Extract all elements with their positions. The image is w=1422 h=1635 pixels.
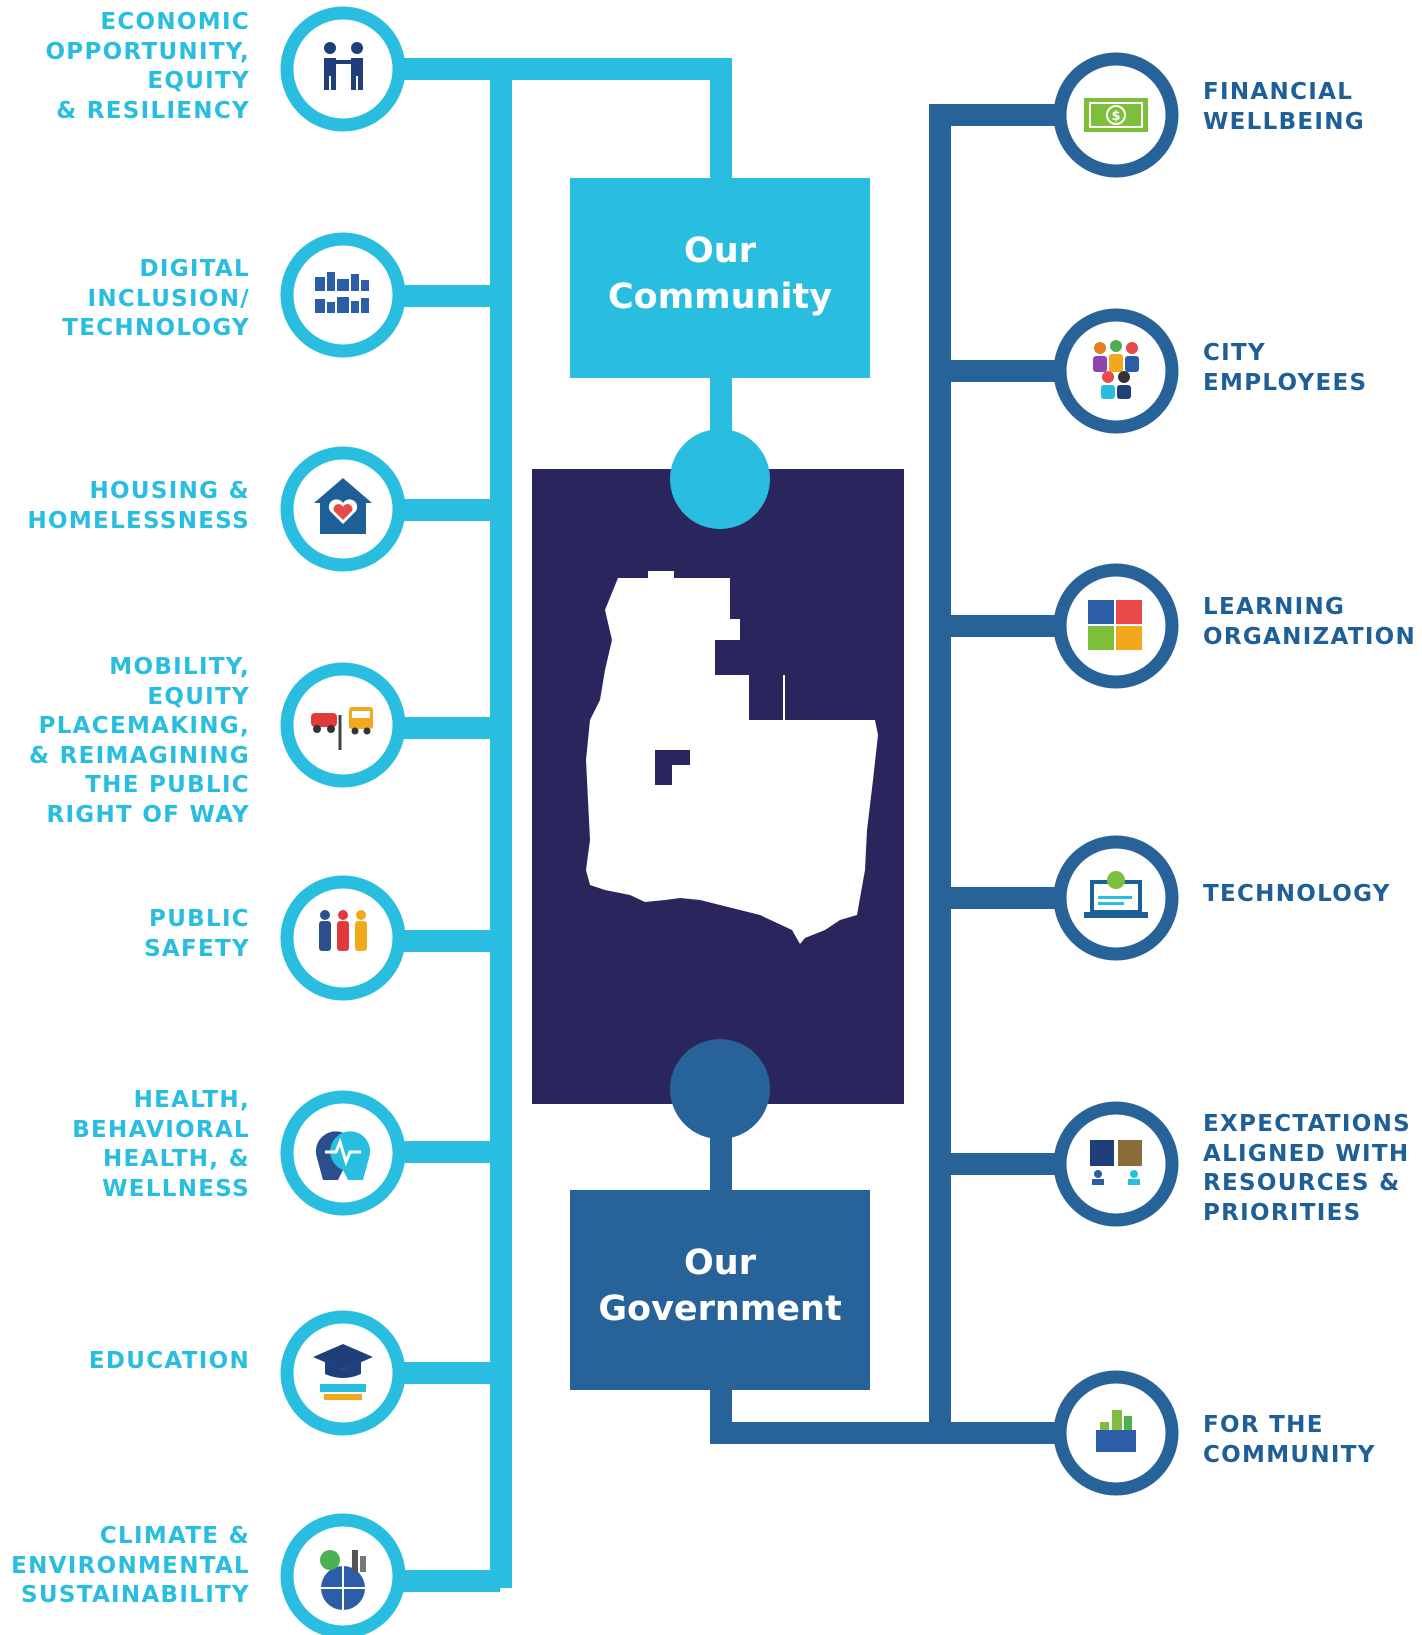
laptop-gear-icon: [1053, 835, 1179, 961]
community-branch-8: [395, 1570, 500, 1592]
people-handshake-icon: [280, 6, 406, 132]
community-connectors: [360, 58, 732, 1592]
community-branch-5: [395, 930, 500, 952]
community-branch-1: [395, 58, 500, 80]
city-buildings-icon: [1053, 1370, 1179, 1496]
puzzle-pieces-icon: [1053, 563, 1179, 689]
globe-tree-icon: [280, 1513, 406, 1635]
community-spine-line: [490, 58, 512, 1588]
priority-label-digital-inclusion: DIGITAL INCLUSION/ TECHNOLOGY: [62, 256, 250, 341]
government-branch-5: [929, 1153, 1059, 1175]
priority-label-learning-organization: LEARNING ORGANIZATION: [1203, 594, 1417, 650]
city-map-notch: [655, 750, 690, 785]
government-branch-3: [929, 615, 1059, 637]
heads-heartbeat-icon: [280, 1090, 406, 1216]
priority-label-climate: CLIMATE & ENVIRONMENTAL SUSTAINABILITY: [11, 1523, 250, 1608]
priority-label-expectations: EXPECTATIONS ALIGNED WITH RESOURCES & PR…: [1203, 1111, 1412, 1226]
employees-group-icon: [1053, 308, 1179, 434]
our-government-box: [570, 1190, 870, 1390]
community-branch-6: [395, 1141, 500, 1163]
government-branch-4: [929, 887, 1059, 909]
government-branch-2: [929, 360, 1059, 382]
priority-label-mobility: MOBILITY, EQUITY PLACEMAKING, & REIMAGIN…: [28, 654, 250, 828]
car-bike-bus-icon: [280, 662, 406, 788]
community-branch-4: [395, 717, 500, 739]
government-branch-1: [929, 104, 1059, 126]
priority-label-housing: HOUSING & HOMELESSNESS: [27, 478, 250, 534]
community-icon-circles: [280, 6, 406, 1635]
graduation-cap-icon: [280, 1310, 406, 1436]
community-branch-7: [395, 1362, 500, 1384]
priority-label-financial-wellbeing: FINANCIAL WELLBEING: [1203, 79, 1366, 135]
svg-text:$: $: [1111, 109, 1120, 124]
city-map-icon: [586, 571, 878, 944]
priority-label-economic-opportunity: ECONOMIC OPPORTUNITY, EQUITY & RESILIENC…: [45, 9, 250, 124]
dollar-bill-icon: $: [1053, 52, 1179, 178]
our-government-label: Our Government: [598, 1243, 842, 1329]
priority-label-city-employees: CITY EMPLOYEES: [1203, 340, 1368, 396]
open-book-people-icon: [1053, 1101, 1179, 1227]
our-community-box: [570, 178, 870, 378]
priority-label-technology: TECHNOLOGY: [1203, 881, 1391, 907]
priority-label-for-the-community: FOR THE COMMUNITY: [1203, 1412, 1376, 1468]
government-connectors: [710, 104, 1059, 1444]
government-joint: [670, 1039, 770, 1139]
government-icon-circles: $: [1053, 52, 1179, 1496]
government-drop-line: [710, 1380, 732, 1444]
connected-city-icon: [280, 232, 406, 358]
government-spine-line: [929, 104, 951, 1444]
priority-label-public-safety: PUBLIC SAFETY: [144, 906, 250, 962]
first-responders-icon: [280, 875, 406, 1001]
community-branch-3: [395, 499, 500, 521]
our-community-label: Our Community: [607, 231, 833, 317]
community-joint: [670, 429, 770, 529]
government-branch-6: [929, 1422, 1059, 1444]
government-bottom-line: [710, 1422, 951, 1444]
community-drop-line: [710, 58, 732, 188]
house-heart-icon: [280, 446, 406, 572]
community-branch-2: [395, 285, 500, 307]
priority-label-health: HEALTH, BEHAVIORAL HEALTH, & WELLNESS: [72, 1087, 250, 1202]
priority-label-education: EDUCATION: [88, 1348, 250, 1374]
